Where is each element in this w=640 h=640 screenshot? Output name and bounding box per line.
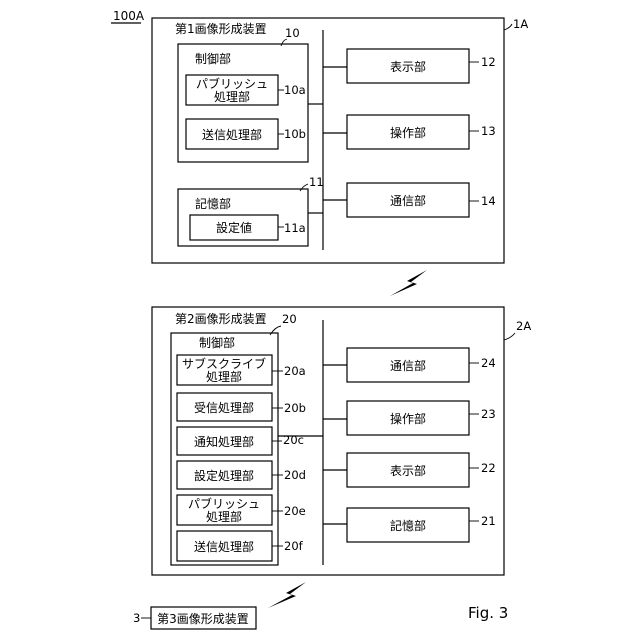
device-1-operation-label: 操作部 [390,125,426,140]
system-label: 100A [113,9,145,23]
device-1: 第1画像形成装置 1A 制御部 10 パブリッシュ 処理部 10a 送信処理部 … [152,17,528,263]
wireless-link-1-2-icon [390,270,427,296]
device-1-communication-label: 通信部 [390,193,426,208]
device-2-unit-20a-line1: サブスクライブ [182,356,266,371]
device-2-unit-20a-ref: 20a [284,364,306,378]
device-1-controller-ref: 10 [285,26,300,40]
wireless-link-2-3-icon [268,582,306,608]
figure-label: Fig. 3 [468,604,508,622]
device-1-unit-10a-line1: パブリッシュ [196,76,268,91]
device-2-communication-label: 通信部 [390,358,426,373]
device-1-display-ref: 12 [481,55,496,69]
device-2-unit-20c-ref: 20c [283,433,304,447]
device-2-unit-20a-line2: 処理部 [206,369,242,384]
device-2-unit-20e-line1: パブリッシュ [188,496,260,511]
device-2-unit-20c-label: 通知処理部 [194,434,254,449]
device-2-title: 第2画像形成装置 [175,312,267,326]
device-2-leader [504,333,515,340]
device-2-communication-ref: 24 [481,356,496,370]
device-2-display-label: 表示部 [390,463,426,478]
device-1-unit-10b-ref: 10b [284,127,306,141]
device-3: 第3画像形成装置 3 [133,607,256,629]
device-1-title: 第1画像形成装置 [175,22,267,36]
device-2-controller-title: 制御部 [199,335,235,350]
device-1-unit-10b-label: 送信処理部 [202,127,262,142]
device-1-ref: 1A [513,17,528,31]
device-2-storage-ref: 21 [481,514,496,528]
device-2-unit-20e-ref: 20e [284,504,306,518]
device-1-storage-title: 記憶部 [195,196,231,211]
device-2-unit-20f-ref: 20f [284,539,304,553]
device-2-storage-label: 記憶部 [390,518,426,533]
device-2-operation-ref: 23 [481,407,496,421]
device-1-leader [504,24,512,30]
device-1-storage-ref: 11 [309,175,324,189]
device-1-setting-value-label: 設定値 [216,220,252,235]
device-1-unit-10a-ref: 10a [284,83,306,97]
device-1-setting-value-ref: 11a [284,221,306,235]
device-2: 第2画像形成装置 2A 制御部 20 サブスクライブ 処理部 20a 受信処理部… [152,307,531,575]
device-2-unit-20e-line2: 処理部 [206,509,242,524]
device-2-unit-20d-ref: 20d [284,468,306,482]
device-1-display-label: 表示部 [390,59,426,74]
device-2-ref: 2A [516,319,531,333]
device-3-title: 第3画像形成装置 [157,612,249,626]
device-1-unit-10a-line2: 処理部 [214,89,250,104]
device-1-communication-ref: 14 [481,194,496,208]
device-2-display-ref: 22 [481,461,496,475]
device-2-operation-label: 操作部 [390,411,426,426]
device-2-unit-20f-label: 送信処理部 [194,539,254,554]
device-1-operation-ref: 13 [481,124,496,138]
device-1-controller-title: 制御部 [195,51,231,66]
device-2-unit-20d-label: 設定処理部 [194,468,254,483]
device-2-controller-ref: 20 [282,312,297,326]
device-3-ref: 3 [133,611,140,625]
device-2-unit-20b-label: 受信処理部 [194,400,254,415]
device-2-unit-20b-ref: 20b [284,401,306,415]
